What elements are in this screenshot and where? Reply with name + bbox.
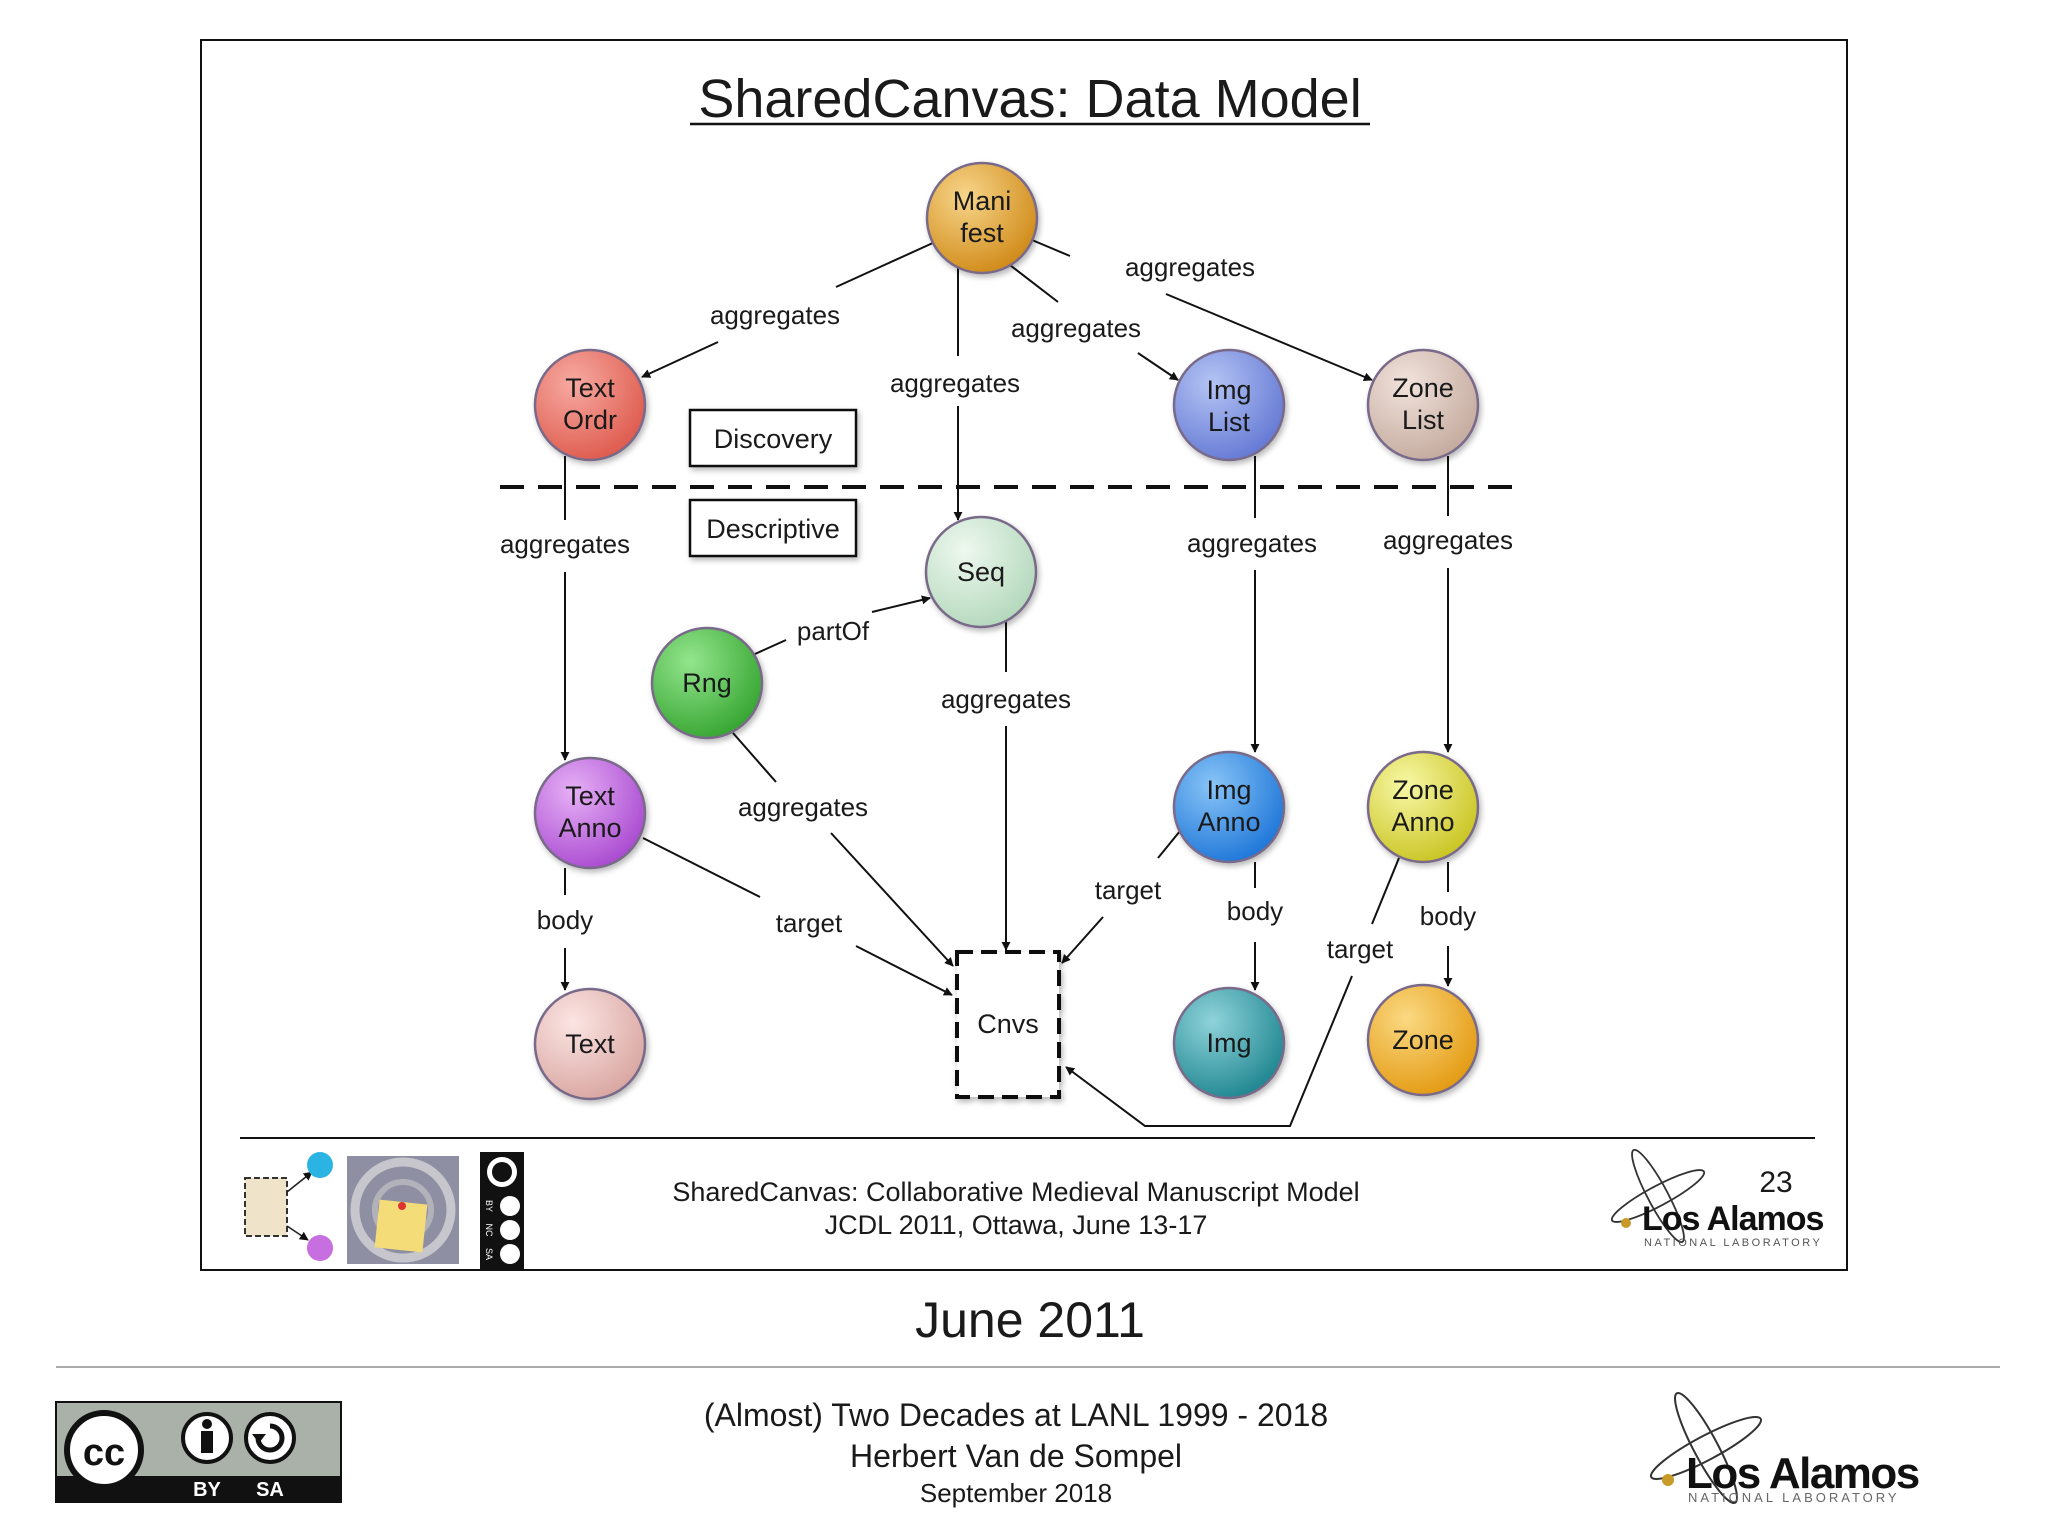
svg-text:SA: SA bbox=[484, 1248, 494, 1260]
node-zone bbox=[1366, 983, 1480, 1097]
node-label-zone-anno-1: Zone bbox=[1392, 775, 1454, 805]
slide-title: SharedCanvas: Data Model bbox=[698, 69, 1361, 129]
node-zone-list bbox=[1366, 348, 1480, 462]
descriptive-box-label: Descriptive bbox=[706, 514, 840, 544]
edge-rng-cnvs bbox=[732, 732, 777, 783]
sa-icon bbox=[244, 1412, 296, 1464]
svg-text:NATIONAL LABORATORY: NATIONAL LABORATORY bbox=[1688, 1490, 1900, 1505]
node-text-ordr bbox=[533, 348, 647, 462]
edge-label-zoneanno-cnvs: target bbox=[1327, 934, 1394, 964]
node-manifest bbox=[925, 161, 1039, 275]
caption: June 2011 bbox=[915, 1292, 1145, 1348]
edge-textanno-cnvs bbox=[642, 837, 761, 898]
inner-los-alamos-logo: Los Alamos NATIONAL LABORATORY bbox=[1610, 1148, 1825, 1249]
node-text bbox=[533, 987, 647, 1101]
svg-text:NC: NC bbox=[484, 1224, 494, 1237]
edges bbox=[560, 239, 1453, 1127]
discovery-box-label: Discovery bbox=[714, 424, 833, 454]
edge-manifest-zonelist bbox=[1031, 239, 1071, 257]
edge-label-textanno-cnvs: target bbox=[776, 908, 843, 938]
svg-text:NATIONAL LABORATORY: NATIONAL LABORATORY bbox=[1644, 1237, 1822, 1249]
node-cnvs bbox=[955, 950, 1061, 1099]
node-label-img-anno-2: Anno bbox=[1197, 807, 1260, 837]
node-label-zone-list-2: List bbox=[1402, 405, 1445, 435]
footer-line3: September 2018 bbox=[920, 1478, 1112, 1508]
edge-textanno-cnvs-arrow bbox=[855, 945, 953, 996]
slide-page-number: 23 bbox=[1759, 1166, 1792, 1199]
edge-manifest-zonelist-arrow bbox=[1165, 293, 1373, 382]
node-label-cnvs: Cnvs bbox=[977, 1009, 1039, 1039]
inner-footer-line2: JCDL 2011, Ottawa, June 13-17 bbox=[825, 1210, 1208, 1240]
edge-label-rng-seq: partOf bbox=[797, 616, 870, 646]
node-label-text-anno-1: Text bbox=[565, 781, 615, 811]
edge-label-rng-cnvs: aggregates bbox=[738, 792, 868, 822]
edge-label-textordr-textanno: aggregates bbox=[500, 529, 630, 559]
edge-rng-seq-arrow bbox=[871, 595, 931, 613]
node-label-img: Img bbox=[1206, 1028, 1251, 1058]
edge-label-zonelist-zoneanno: aggregates bbox=[1383, 525, 1513, 555]
los-alamos-logo: Los Alamos NATIONAL LABORATORY bbox=[1649, 1391, 1920, 1505]
cc-by-sa-badge: cc BY SA bbox=[55, 1401, 342, 1503]
edge-imganno-cnvs bbox=[1157, 830, 1181, 859]
node-img-anno bbox=[1172, 750, 1286, 864]
node-label-img-list-1: Img bbox=[1206, 375, 1251, 405]
edge-label-imglist-imganno: aggregates bbox=[1187, 528, 1317, 558]
node-label-zone: Zone bbox=[1392, 1025, 1454, 1055]
cc-icon bbox=[64, 1410, 144, 1490]
svg-text:Los Alamos: Los Alamos bbox=[1686, 1449, 1919, 1498]
node-label-text-ordr-2: Ordr bbox=[563, 405, 617, 435]
node-text-anno bbox=[533, 756, 647, 870]
footer-line1: (Almost) Two Decades at LANL 1999 - 2018 bbox=[704, 1397, 1328, 1433]
node-label-manifest-1: Mani bbox=[953, 186, 1012, 216]
edge-label-zoneanno-zone: body bbox=[1420, 901, 1476, 931]
edge-rng-seq bbox=[754, 639, 787, 655]
edge-manifest-imglist bbox=[1005, 261, 1059, 303]
node-label-text-anno-2: Anno bbox=[558, 813, 621, 843]
node-label-img-anno-1: Img bbox=[1206, 775, 1251, 805]
edge-imganno-cnvs-arrow bbox=[1061, 916, 1104, 964]
node-label-text: Text bbox=[565, 1029, 615, 1059]
node-label-text-ordr-1: Text bbox=[565, 373, 615, 403]
edge-manifest-textordr-arrow bbox=[641, 341, 719, 378]
edge-label-imganno-img: body bbox=[1227, 896, 1283, 926]
svg-text:SA: SA bbox=[256, 1479, 284, 1501]
edge-rng-cnvs-arrow bbox=[830, 832, 954, 967]
node-label-rng: Rng bbox=[682, 668, 732, 698]
node-img bbox=[1172, 986, 1286, 1100]
node-label-manifest-2: fest bbox=[960, 218, 1004, 248]
edge-label-manifest-zonelist: aggregates bbox=[1125, 252, 1255, 282]
discovery-box bbox=[688, 408, 858, 468]
svg-text:cc: cc bbox=[83, 1432, 125, 1474]
edge-label-manifest-imglist: aggregates bbox=[1011, 313, 1141, 343]
footer-line2: Herbert Van de Sompel bbox=[850, 1438, 1182, 1474]
node-label-seq: Seq bbox=[957, 557, 1005, 587]
edge-zoneanno-cnvs bbox=[1371, 857, 1400, 925]
node-seq bbox=[924, 515, 1038, 629]
inner-footer-line1: SharedCanvas: Collaborative Medieval Man… bbox=[672, 1177, 1359, 1207]
edge-label-manifest-seq: aggregates bbox=[890, 368, 1020, 398]
model-thumbnail-icon bbox=[244, 1152, 333, 1261]
edge-label-textanno-text: body bbox=[537, 905, 593, 935]
edge-manifest-imglist-arrow bbox=[1137, 352, 1179, 381]
node-label-zone-anno-2: Anno bbox=[1391, 807, 1454, 837]
edge-zoneanno-cnvs-arrow bbox=[1065, 975, 1353, 1127]
svg-text:BY: BY bbox=[484, 1200, 494, 1212]
edge-label-seq-cnvs: aggregates bbox=[941, 684, 1071, 714]
edge-label-imganno-cnvs: target bbox=[1095, 875, 1162, 905]
sticky-note-graphic bbox=[347, 1156, 459, 1264]
descriptive-box bbox=[688, 498, 858, 558]
node-label-img-list-2: List bbox=[1208, 407, 1251, 437]
inner-cc-license-icon: BY NC SA bbox=[480, 1152, 524, 1270]
edge-label-manifest-textordr: aggregates bbox=[710, 300, 840, 330]
node-rng bbox=[650, 626, 764, 740]
node-label-zone-list-1: Zone bbox=[1392, 373, 1454, 403]
svg-text:Los Alamos: Los Alamos bbox=[1642, 1200, 1824, 1238]
node-img-list bbox=[1172, 348, 1286, 462]
svg-text:BY: BY bbox=[193, 1479, 221, 1501]
edge-manifest-textordr bbox=[835, 241, 936, 288]
node-zone-anno bbox=[1366, 750, 1480, 864]
